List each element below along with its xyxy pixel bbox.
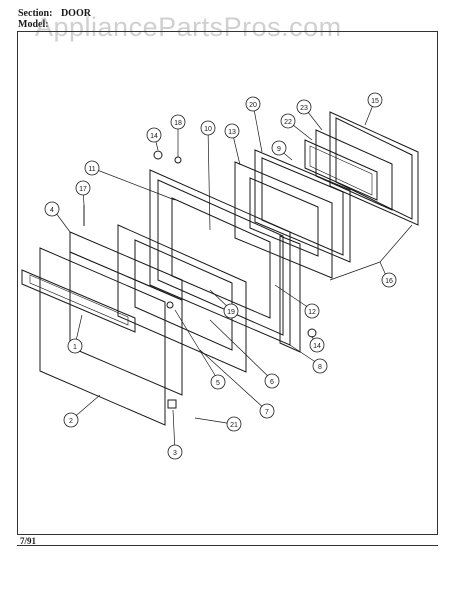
callouts <box>44 92 397 460</box>
callout-17: 17 <box>79 186 87 193</box>
part-19-liner <box>117 224 247 373</box>
callout-14-top: 14 <box>150 133 158 140</box>
section-value: DOOR <box>60 8 91 19</box>
section-heading: Section: DOOR <box>18 8 91 19</box>
revision-date: 7/91 <box>20 536 37 546</box>
callout-6: 6 <box>270 379 274 386</box>
callout-labels: 1 2 3 4 5 6 7 8 9 10 11 12 13 14 14 15 1… <box>50 98 393 457</box>
callout-5: 5 <box>216 380 220 387</box>
callout-18: 18 <box>174 120 182 127</box>
part-11-inner-door <box>149 169 291 346</box>
callout-10: 10 <box>204 126 212 133</box>
callout-7: 7 <box>265 409 269 416</box>
callout-9: 9 <box>277 146 281 153</box>
part-22-glass <box>304 139 378 201</box>
callout-15: 15 <box>371 98 379 105</box>
callout-16: 16 <box>385 278 393 285</box>
model-heading: Model: <box>18 19 49 30</box>
callout-13: 13 <box>228 129 236 136</box>
callout-3: 3 <box>173 450 177 457</box>
callout-12: 12 <box>308 309 316 316</box>
callout-11: 11 <box>88 166 95 173</box>
callout-20: 20 <box>249 102 257 109</box>
footer-rule <box>17 545 438 546</box>
section-label: Section: <box>18 8 53 19</box>
callout-19: 19 <box>227 309 235 316</box>
callout-14-right: 14 <box>313 343 321 350</box>
part-1-handle <box>21 269 136 333</box>
hardware-parts <box>83 150 317 409</box>
callout-1: 1 <box>73 344 77 351</box>
part-13-window-frame <box>234 161 333 279</box>
watermark: AppliancePartsPros.com <box>35 12 342 42</box>
callout-2: 2 <box>69 418 73 425</box>
callout-22: 22 <box>284 119 292 126</box>
part-2-door-front <box>39 247 166 426</box>
callout-8: 8 <box>318 364 322 371</box>
callout-4: 4 <box>50 207 54 214</box>
part-4-outer-panel <box>69 231 183 396</box>
diagram-frame <box>17 31 438 535</box>
callout-21: 21 <box>230 422 238 429</box>
part-23-glass <box>315 129 393 211</box>
model-label: Model: <box>18 19 49 30</box>
part-10-inner-glass <box>171 197 271 319</box>
callout-23: 23 <box>300 105 308 112</box>
part-20-frame <box>254 149 351 263</box>
part-15-rear-panel <box>329 111 419 226</box>
